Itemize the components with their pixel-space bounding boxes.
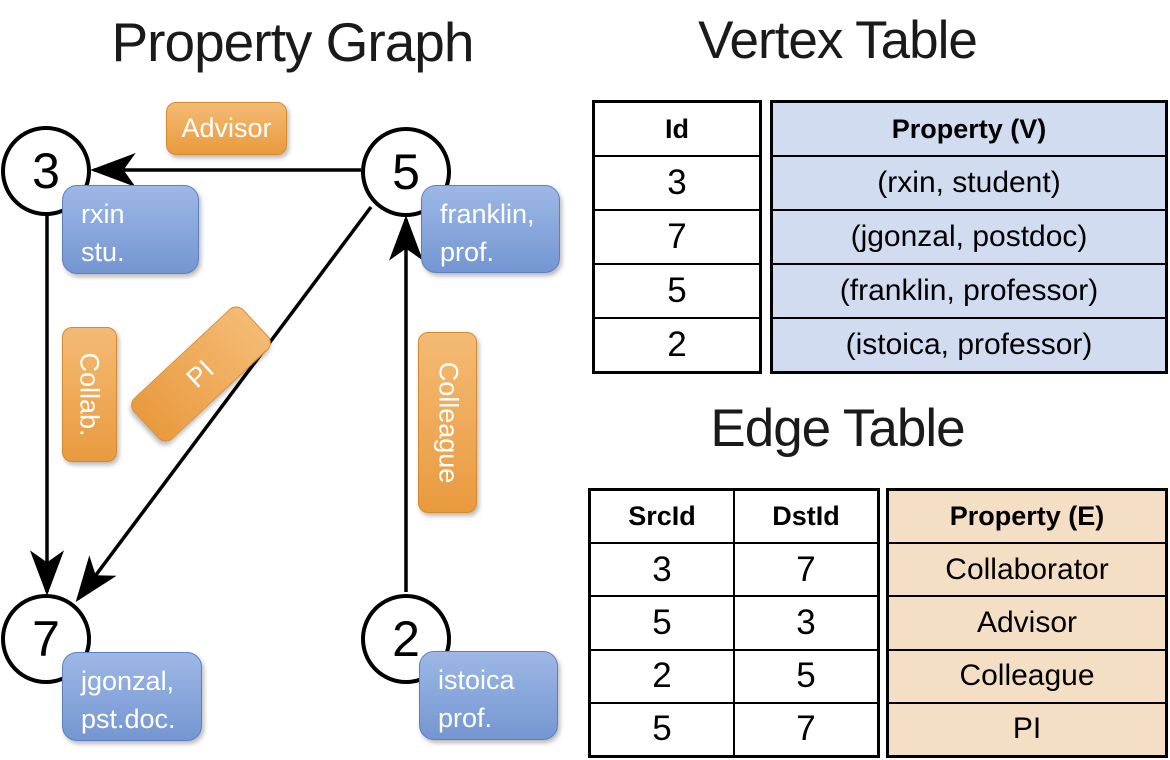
- column-header: DstId: [735, 491, 877, 545]
- table-cell: 5: [735, 651, 877, 704]
- prop-line: stu.: [81, 237, 125, 268]
- table-cell: 3: [591, 544, 733, 598]
- prop-line: franklin,: [440, 199, 535, 229]
- edge-label-collab: Collab.: [62, 327, 117, 462]
- vertex-node-5: 5: [361, 127, 451, 217]
- table-cell: Colleague: [889, 650, 1165, 704]
- column-header: Property (V): [773, 103, 1165, 157]
- column-header: Property (E): [889, 491, 1165, 545]
- table-cell: Advisor: [889, 597, 1165, 651]
- vertex-prop-box-istoica: istoica prof.: [419, 651, 558, 740]
- prop-line: pst.doc.: [81, 704, 176, 735]
- vertex-node-label: 5: [392, 144, 420, 200]
- table-cell: 3: [595, 157, 759, 211]
- edge-label-text: Colleague: [433, 361, 463, 484]
- edge-label-advisor: Advisor: [166, 102, 287, 155]
- table-cell: 5: [652, 709, 672, 749]
- vertex-table-title: Vertex Table: [698, 11, 978, 70]
- column-header: Id: [595, 103, 759, 157]
- edge-table-id-columns: SrcId 3 5 2 5 DstId 7 3 5 7: [588, 488, 880, 758]
- vertex-node-2: 2: [361, 594, 451, 684]
- prop-line: prof.: [438, 703, 493, 734]
- table-cell: (istoica, professor): [773, 319, 1165, 371]
- table-cell: 2: [591, 651, 733, 704]
- edge-table-title: Edge Table: [710, 399, 965, 458]
- vertex-prop-box-jgonzal: jgonzal, pst.doc.: [62, 652, 202, 741]
- table-cell: 7: [595, 211, 759, 265]
- table-cell: 5: [595, 265, 759, 319]
- graph-edges-layer: [29, 152, 424, 603]
- table-cell: Collaborator: [889, 544, 1165, 598]
- edge-table-dstid-column: DstId 7 3 5 7: [733, 491, 877, 755]
- property-graph-title: Property Graph: [111, 11, 474, 73]
- table-cell: 5: [591, 597, 733, 651]
- edge-label-text: PI: [181, 353, 221, 394]
- table-cell: 2: [667, 325, 687, 364]
- vertex-table-id-column: Id 3 7 5 2: [592, 100, 762, 374]
- table-cell: (jgonzal, postdoc): [773, 211, 1165, 265]
- vertex-prop-box-franklin: franklin, prof.: [421, 185, 560, 273]
- table-cell: 7: [735, 544, 877, 598]
- edge-label-text: Collab.: [75, 352, 106, 437]
- edge-label-text: Advisor: [181, 113, 272, 143]
- vertex-table-property-column: Property (V) (rxin, student) (jgonzal, p…: [770, 100, 1168, 374]
- table-cell: 3: [735, 597, 877, 651]
- vertex-prop-box-rxin: rxin stu.: [62, 185, 199, 274]
- edge-table-property-column: Property (E) Collaborator Advisor Collea…: [886, 488, 1168, 758]
- edge-table-srcid-column: SrcId 3 5 2 5: [591, 491, 733, 755]
- table-cell: (franklin, professor): [773, 265, 1165, 319]
- edge-label-colleague: Colleague: [418, 332, 477, 513]
- vertex-node-label: 2: [392, 611, 420, 667]
- prop-line: jgonzal,: [81, 666, 175, 696]
- property-graph-panel: Property Graph 3 5 7 2 rxin stu. frankli…: [1, 11, 560, 741]
- table-cell: PI: [889, 703, 1165, 756]
- vertex-node-label: 3: [32, 143, 60, 199]
- prop-line: rxin: [81, 199, 125, 229]
- vertex-node-label: 7: [32, 611, 60, 667]
- edge-pi-line: [75, 205, 373, 603]
- column-header: SrcId: [591, 491, 733, 545]
- table-cell: 7: [796, 709, 816, 749]
- table-cell: (rxin, student): [773, 157, 1165, 211]
- prop-line: istoica: [438, 665, 515, 695]
- prop-line: prof.: [440, 237, 495, 268]
